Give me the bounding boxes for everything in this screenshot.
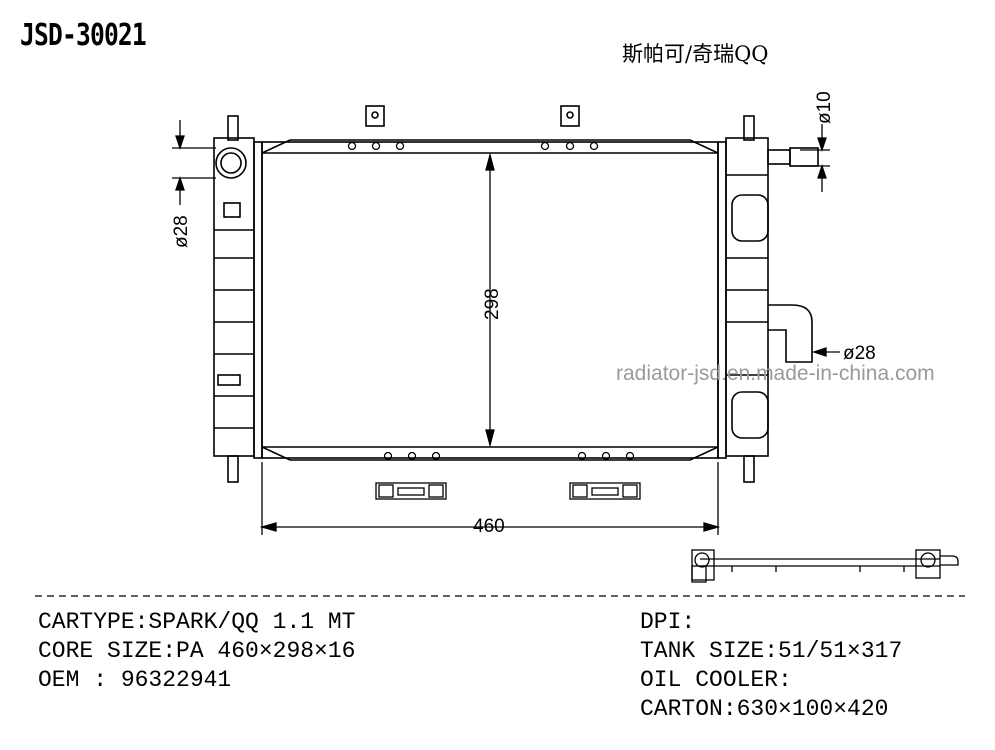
small-pipe-dimension <box>800 124 830 192</box>
right-pipe-label: ø28 <box>843 343 876 364</box>
spec-carton: CARTON:630×100×420 <box>640 696 889 722</box>
spec-oem: OEM : 96322941 <box>38 667 232 693</box>
small-pipe-label: ø10 <box>814 91 835 124</box>
spec-oil-cooler: OIL COOLER: <box>640 667 792 693</box>
side-view <box>691 549 959 583</box>
left-pipe-label: ø28 <box>171 215 192 248</box>
spec-dpi: DPI: <box>640 609 696 635</box>
model-chinese: 斯帕可/奇瑞QQ <box>622 42 769 66</box>
watermark: radiator-jsd.en.made-in-china.com <box>616 362 935 385</box>
bottom-mount-brackets <box>375 482 641 500</box>
width-dimension <box>259 462 721 535</box>
top-bracket-holes <box>347 141 635 461</box>
height-label: 298 <box>482 288 503 320</box>
spec-cartype: CARTYPE:SPARK/QQ 1.1 MT <box>38 609 356 635</box>
left-tank <box>213 115 263 483</box>
height-dimension <box>485 152 495 448</box>
right-tank <box>717 115 819 483</box>
part-number: JSD-30021 <box>20 18 147 53</box>
spec-tank-size: TANK SIZE:51/51×317 <box>640 638 903 664</box>
right-pipe-leader <box>811 347 840 357</box>
left-pipe-dimension <box>172 120 216 205</box>
width-label: 460 <box>473 516 505 537</box>
top-mount-clips <box>365 105 580 127</box>
spec-core-size: CORE SIZE:PA 460×298×16 <box>38 638 356 664</box>
